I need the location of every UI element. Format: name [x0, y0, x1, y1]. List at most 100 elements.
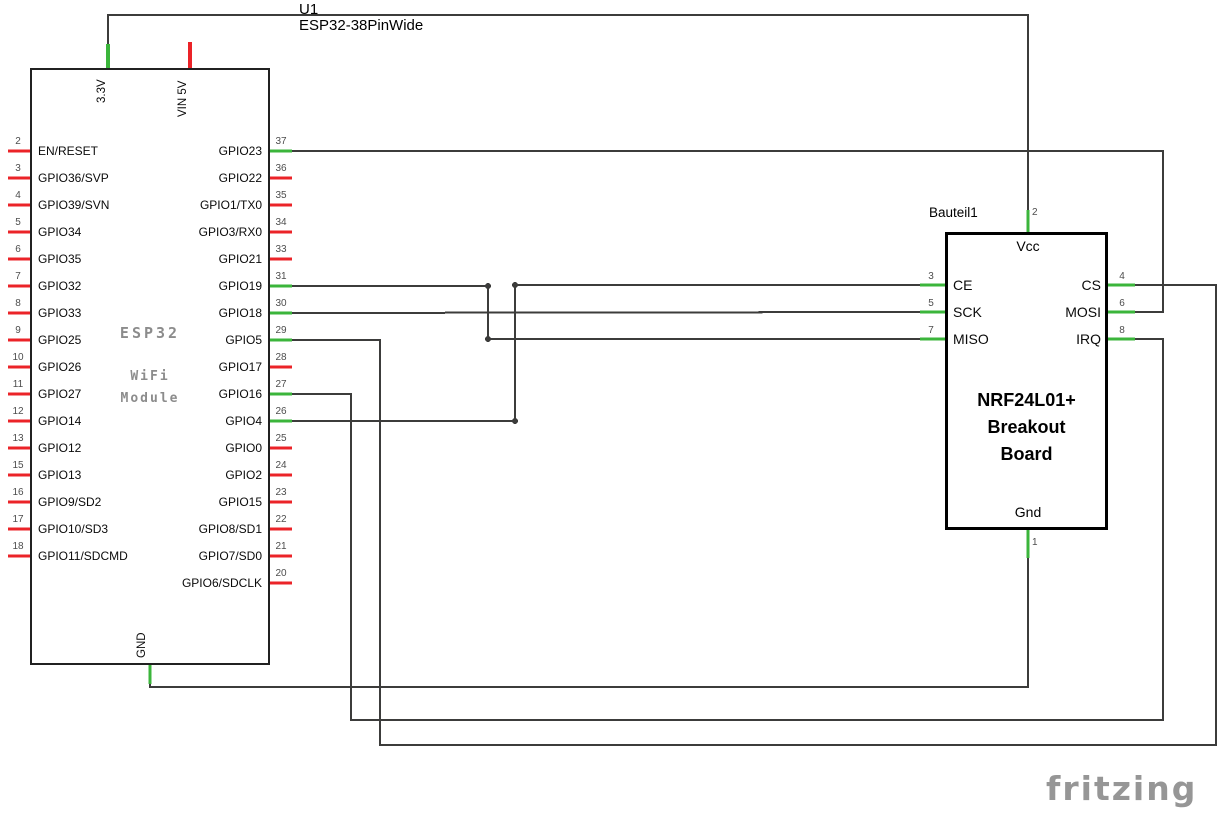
pin-label-gpio9-sd2: GPIO9/SD2 [38, 495, 102, 509]
pin-label-gpio13: GPIO13 [38, 468, 82, 482]
wire-3v3-vcc[interactable] [107, 14, 1029, 210]
pin-label-gpio6-sdclk: GPIO6/SDCLK [181, 576, 262, 590]
pin-number-irq: 8 [1119, 325, 1125, 336]
wire-gnd-gnd[interactable] [149, 558, 1029, 688]
pin-label-3v3: 3.3V [96, 79, 108, 103]
pin-label-gnd: GND [136, 632, 148, 658]
pin-number-gpio5: 29 [275, 325, 287, 336]
pin-number-gpio23: 37 [275, 136, 287, 147]
pin-number-gpio22: 36 [275, 163, 287, 174]
pin-label-en-reset: EN/RESET [38, 144, 99, 158]
pin-number-gpio16: 27 [275, 379, 287, 390]
pin-number-sck: 5 [928, 298, 934, 309]
wire-gpio18-sck[interactable] [291, 311, 921, 314]
wire-gpio16-irq[interactable] [292, 338, 1164, 721]
pin-number-gpio11-sdcmd: 18 [12, 541, 24, 552]
pin-label-gpio35: GPIO35 [38, 252, 82, 266]
pin-number-gpio7-sd0: 21 [275, 541, 287, 552]
pin-label-gpio21: GPIO21 [218, 252, 262, 266]
pin-label-gpio36-svp: GPIO36/SVP [38, 171, 109, 185]
pin-label-gpio12: GPIO12 [38, 441, 82, 455]
pin-label-gpio0: GPIO0 [225, 441, 262, 455]
nrf-ref-designator: Bauteil1 [929, 205, 978, 220]
pin-number-gpio10-sd3: 17 [12, 514, 24, 525]
pin-number-gpio32: 7 [15, 271, 21, 282]
esp32-label-wifi: WiFi [130, 369, 170, 384]
pin-label-cs: CS [1081, 277, 1101, 293]
pin-number-gpio0: 25 [275, 433, 287, 444]
esp32-ref-designator: U1 [299, 1, 319, 18]
pin-number-gpio33: 8 [15, 298, 21, 309]
pin-label-gpio26: GPIO26 [38, 360, 82, 374]
pin-number-gpio8-sd1: 22 [275, 514, 287, 525]
pin-number-gpio21: 33 [275, 244, 287, 255]
nrf24-component[interactable] [945, 232, 1108, 530]
pin-number-gpio15: 23 [275, 487, 287, 498]
pin-label-ce: CE [953, 277, 973, 293]
pin-number-ce: 3 [928, 271, 934, 282]
pin-label-miso: MISO [953, 331, 989, 347]
pin-number-gpio4: 26 [275, 406, 287, 417]
pin-label-gpio25: GPIO25 [38, 333, 82, 347]
pin-number-nrf-gnd: 1 [1032, 537, 1038, 548]
pin-number-gpio27: 11 [12, 379, 24, 390]
nrf-part-name-line: Board [1000, 444, 1053, 464]
pin-label-gpio33: GPIO33 [38, 306, 82, 320]
wire-gpio23-mosi[interactable] [292, 150, 1164, 313]
pin-label-gpio17: GPIO17 [218, 360, 262, 374]
bendpoint[interactable] [512, 418, 518, 424]
pin-number-gpio1-tx0: 35 [275, 190, 287, 201]
esp32-part-name: ESP32-38PinWide [299, 17, 424, 34]
pin-number-gpio13: 15 [12, 460, 24, 471]
esp32-label-module: Module [120, 391, 180, 406]
wire-gpio4-ce[interactable] [292, 284, 920, 422]
pin-label-gpio18: GPIO18 [218, 306, 262, 320]
esp32-component[interactable] [30, 68, 270, 665]
fritzing-watermark: fritzing [1046, 769, 1198, 808]
pin-label-gpio7-sd0: GPIO7/SD0 [198, 549, 262, 563]
pin-label-gpio5: GPIO5 [225, 333, 262, 347]
pin-label-gpio19: GPIO19 [218, 279, 262, 293]
pin-number-en-reset: 2 [15, 136, 21, 147]
pin-label-gpio8-sd1: GPIO8/SD1 [198, 522, 262, 536]
pin-label-vin-5v: VIN 5V [177, 80, 189, 117]
wire-bendpoints [485, 282, 518, 424]
pin-label-mosi: MOSI [1065, 304, 1101, 320]
pin-number-vcc: 2 [1032, 207, 1038, 218]
pin-number-gpio2: 24 [275, 460, 287, 471]
bendpoint[interactable] [485, 336, 491, 342]
pin-label-vcc: Vcc [1016, 238, 1040, 254]
pin-number-gpio3-rx0: 34 [275, 217, 287, 228]
pin-number-cs: 4 [1119, 271, 1125, 282]
generated-pin-stubs [8, 149, 1135, 585]
pin-label-gpio3-rx0: GPIO3/RX0 [198, 225, 262, 239]
pin-label-gpio2: GPIO2 [225, 468, 262, 482]
pin-label-gpio14: GPIO14 [38, 414, 82, 428]
wires [107, 14, 1217, 746]
pin-label-gpio11-sdcmd: GPIO11/SDCMD [38, 549, 128, 563]
pin-label-gpio15: GPIO15 [218, 495, 262, 509]
pin-label-nrf-gnd: Gnd [1014, 504, 1042, 520]
pin-number-gpio14: 12 [12, 406, 24, 417]
pin-number-gpio26: 10 [12, 352, 24, 363]
pin-number-gpio17: 28 [275, 352, 287, 363]
pin-label-gpio32: GPIO32 [38, 279, 82, 293]
pin-number-gpio6-sdclk: 20 [275, 568, 287, 579]
pin-number-gpio12: 13 [12, 433, 24, 444]
pin-label-gpio23: GPIO23 [218, 144, 262, 158]
pin-label-gpio39-svn: GPIO39/SVN [38, 198, 110, 212]
pin-number-gpio34: 5 [15, 217, 21, 228]
bendpoint[interactable] [485, 283, 491, 289]
pin-label-gpio10-sd3: GPIO10/SD3 [38, 522, 109, 536]
pin-label-gpio4: GPIO4 [225, 414, 262, 428]
pin-label-sck: SCK [953, 304, 982, 320]
nrf-part-name-line: NRF24L01+ [977, 390, 1076, 410]
pin-number-gpio19: 31 [275, 271, 287, 282]
pin-number-gpio35: 6 [15, 244, 21, 255]
bendpoint[interactable] [512, 282, 518, 288]
fixed-pin-stubs [106, 42, 1030, 684]
wire-gpio5-cs[interactable] [292, 284, 1217, 746]
wire-gpio19-miso[interactable] [292, 285, 920, 340]
